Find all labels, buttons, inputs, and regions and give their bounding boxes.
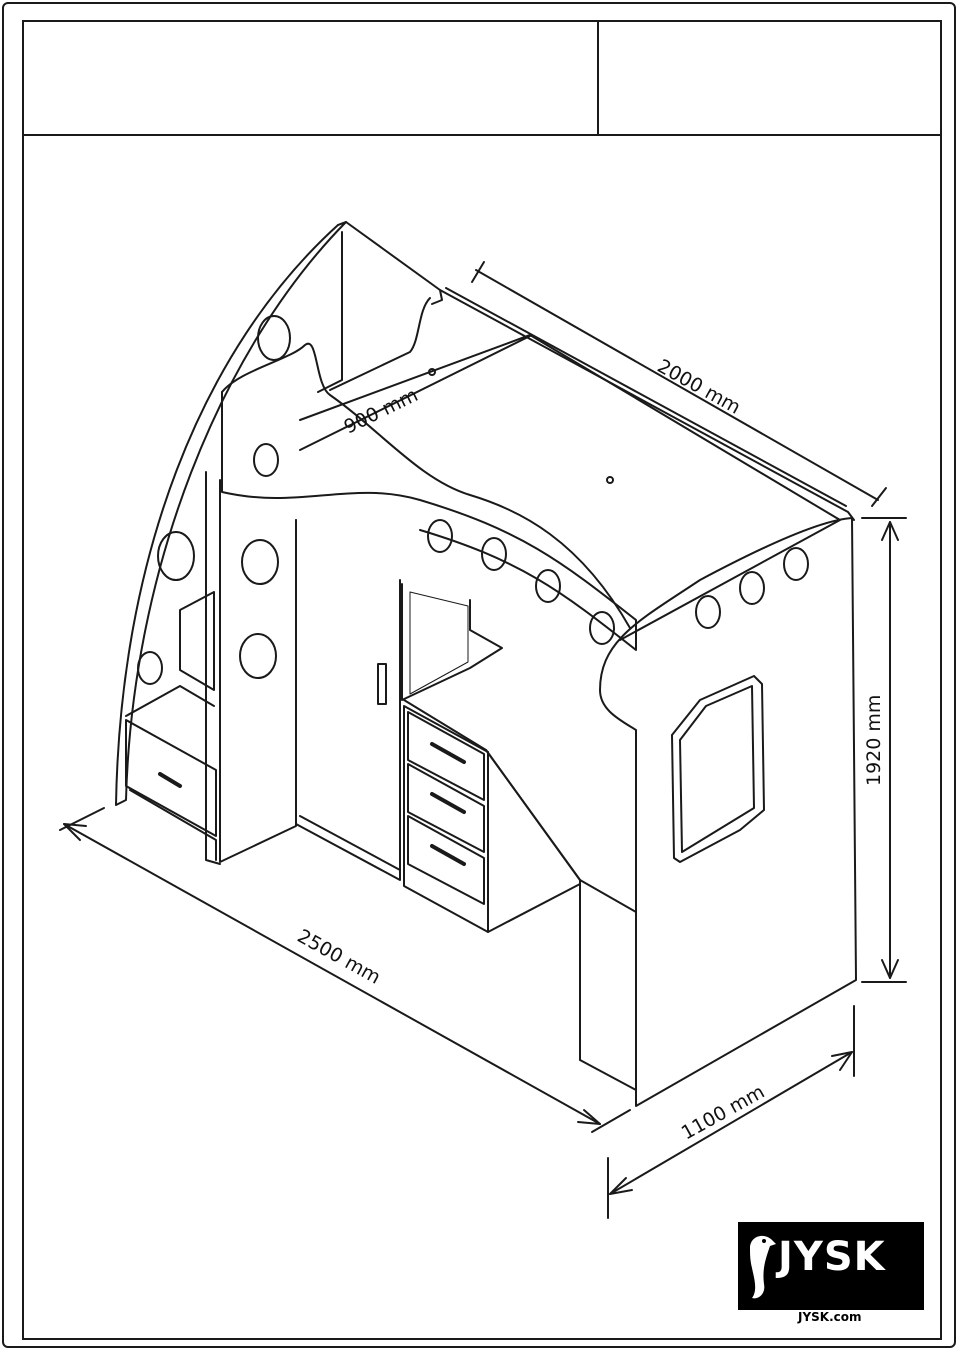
hole-7 [427, 519, 453, 553]
hole-12 [739, 571, 765, 605]
brand-name: JYSK [778, 1234, 886, 1280]
hole-2 [157, 531, 195, 581]
stair-step-top [179, 591, 215, 691]
dim-1100-line [609, 1051, 853, 1195]
hole-4 [241, 539, 279, 585]
drawer-unit-side [487, 751, 581, 933]
brand-url: JYSK.com [798, 1310, 862, 1324]
small-hole-1 [428, 368, 436, 376]
hole-6 [253, 443, 279, 477]
drawer-3-handle [430, 844, 466, 866]
drawer-1-handle [430, 742, 466, 764]
bird-logo-icon [750, 1235, 776, 1299]
dim-2500-arrow-a [63, 823, 87, 841]
hole-8 [481, 537, 507, 571]
inner-frame [22, 20, 942, 1340]
wardrobe-body [295, 519, 401, 881]
dim-1100-label: 1100 mm [678, 1081, 769, 1145]
stair-drawer-handle [158, 772, 182, 788]
grille [409, 591, 469, 695]
header-separator [22, 134, 942, 136]
stair-base [129, 789, 217, 861]
drawer-2 [407, 763, 485, 853]
dim-2000-ext-a [471, 261, 485, 283]
stair-step-mid [125, 685, 215, 717]
hole-10 [589, 611, 615, 645]
dim-1100-arrow-b [831, 1051, 853, 1071]
ladder-column [219, 479, 297, 863]
dim-1920-arrow-bot [881, 959, 899, 979]
dim-2500-ext-b [591, 1109, 631, 1133]
hole-13 [783, 547, 809, 581]
stair-drawer [125, 719, 217, 837]
hole-9 [535, 569, 561, 603]
end-panel-window [671, 675, 765, 863]
head-guard-notch [329, 297, 431, 391]
grille-shelf [401, 583, 503, 701]
hole-3 [137, 651, 163, 685]
hole-11 [695, 595, 721, 629]
dim-900-line [299, 335, 531, 451]
front-guard-top [221, 342, 631, 629]
dim-1920-label: 1920 mm [863, 695, 885, 786]
small-hole-2 [606, 476, 614, 484]
brand-logo: JYSK [738, 1222, 924, 1310]
desk-slope [485, 749, 637, 1091]
wardrobe-base [299, 815, 401, 871]
header-divider [597, 20, 599, 135]
drawer-1 [407, 711, 485, 801]
right-end-panel [599, 517, 857, 1107]
hole-1 [257, 315, 291, 361]
mattress-area [299, 334, 841, 641]
window-inner [679, 685, 755, 853]
hole-5 [239, 633, 277, 679]
drawer-3 [407, 815, 485, 905]
wardrobe-handle [377, 663, 387, 705]
left-curved-panel [115, 221, 347, 806]
rear-guard-rail [337, 221, 443, 305]
dim-2500-arrow-b [577, 1109, 601, 1125]
dim-2500-line [63, 823, 601, 1125]
head-guard-left [317, 231, 343, 393]
dim-1920-arrow-top [881, 521, 899, 541]
dim-2500-label: 2500 mm [294, 925, 385, 989]
dim-2000-ext-b [871, 487, 887, 507]
dim-2000-line [475, 269, 879, 501]
back-long-rail-top [445, 287, 847, 507]
dim-1100-arrow-a [609, 1177, 633, 1195]
front-guard-rail [221, 391, 637, 651]
drawer-unit [403, 705, 489, 933]
ladder-column-side [205, 471, 221, 865]
drawer-2-handle [430, 792, 466, 814]
